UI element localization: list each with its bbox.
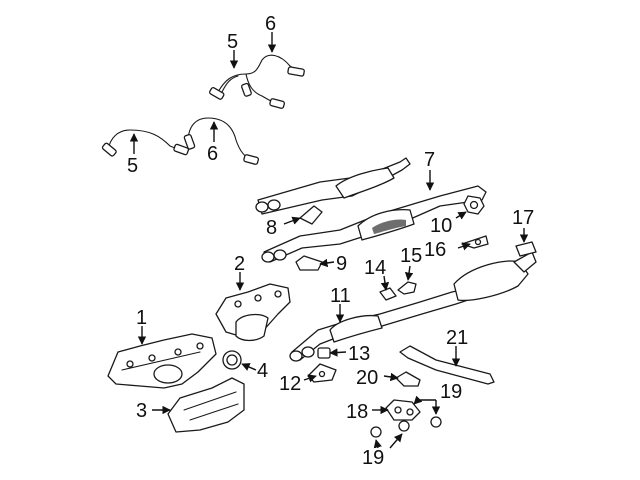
callout-21: 21 (446, 327, 468, 349)
hanger-20 (395, 371, 421, 387)
callout-15: 15 (400, 245, 422, 267)
callout-19-right: 19 (440, 381, 462, 403)
callout-6-upper: 6 (265, 13, 276, 35)
rear-muffler-assembly (289, 251, 537, 362)
callout-17: 17 (512, 207, 534, 229)
callout-4: 4 (257, 360, 268, 382)
callout-20: 20 (356, 367, 378, 389)
callout-1: 1 (136, 307, 147, 329)
heat-shield-3 (167, 377, 245, 433)
callout-13: 13 (348, 343, 370, 365)
callout-2: 2 (234, 253, 245, 275)
oxygen-sensor-right (183, 117, 259, 165)
bracket-16 (461, 235, 489, 249)
callout-9: 9 (336, 253, 347, 275)
nut-19-a (430, 416, 442, 428)
front-pipe-upper (255, 157, 411, 215)
leader-lines (129, 32, 529, 449)
callout-14: 14 (364, 257, 386, 279)
callout-10: 10 (430, 215, 452, 237)
callout-5-upper: 5 (227, 31, 238, 53)
callout-3: 3 (136, 400, 147, 422)
callout-6-lower: 6 (207, 143, 218, 165)
callout-7: 7 (424, 149, 435, 171)
bracket-8 (299, 205, 323, 225)
callout-16: 16 (424, 239, 446, 261)
front-pipe-lower (261, 185, 487, 263)
gasket-4 (222, 350, 242, 370)
isolator-13 (317, 347, 331, 359)
tail-pipe-tip-17 (515, 241, 537, 257)
callout-8: 8 (266, 217, 277, 239)
callout-12: 12 (279, 373, 301, 395)
callout-5-lower: 5 (127, 155, 138, 177)
exhaust-manifold-2 (215, 283, 291, 342)
hanger-12 (307, 363, 337, 383)
callout-19-bottom: 19 (362, 447, 384, 469)
bracket-21 (399, 345, 495, 385)
oxygen-sensor-left (101, 129, 190, 157)
hanger-9 (295, 255, 323, 271)
oxygen-sensor-pair-upper (209, 54, 305, 109)
nut-19-b (370, 426, 382, 438)
callout-11: 11 (330, 285, 351, 307)
callout-labels: 1 2 3 4 5 5 6 6 7 8 9 10 11 12 13 14 15 … (127, 13, 534, 469)
bracket-18 (385, 399, 421, 421)
exhaust-manifold-1 (107, 333, 217, 389)
clamp-14 (379, 287, 397, 301)
nut-19-c (398, 420, 410, 432)
callout-18: 18 (346, 401, 368, 423)
clamp-15 (397, 281, 417, 295)
insulator-10 (463, 195, 485, 215)
